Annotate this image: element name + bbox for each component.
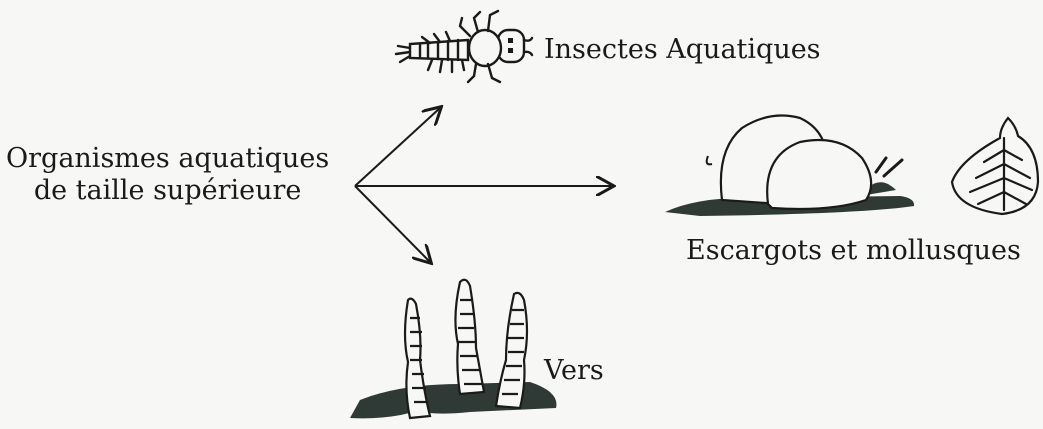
- source-label: Organismes aquatiques de taille supérieu…: [6, 143, 329, 207]
- source-label-line1: Organismes aquatiques: [6, 143, 329, 175]
- snails-label: Escargots et mollusques: [686, 235, 1021, 267]
- source-label-line2: de taille supérieure: [6, 175, 329, 207]
- worms-illustration: [350, 280, 556, 419]
- snail-illustration: [665, 116, 914, 216]
- insect-illustration: [396, 11, 532, 82]
- shell-illustration: [952, 118, 1038, 214]
- insects-label: Insectes Aquatiques: [544, 34, 821, 66]
- arrow-to-insects: [355, 108, 440, 186]
- arrow-to-worms: [355, 186, 430, 262]
- worms-label: Vers: [544, 355, 604, 387]
- arrows: [355, 108, 612, 262]
